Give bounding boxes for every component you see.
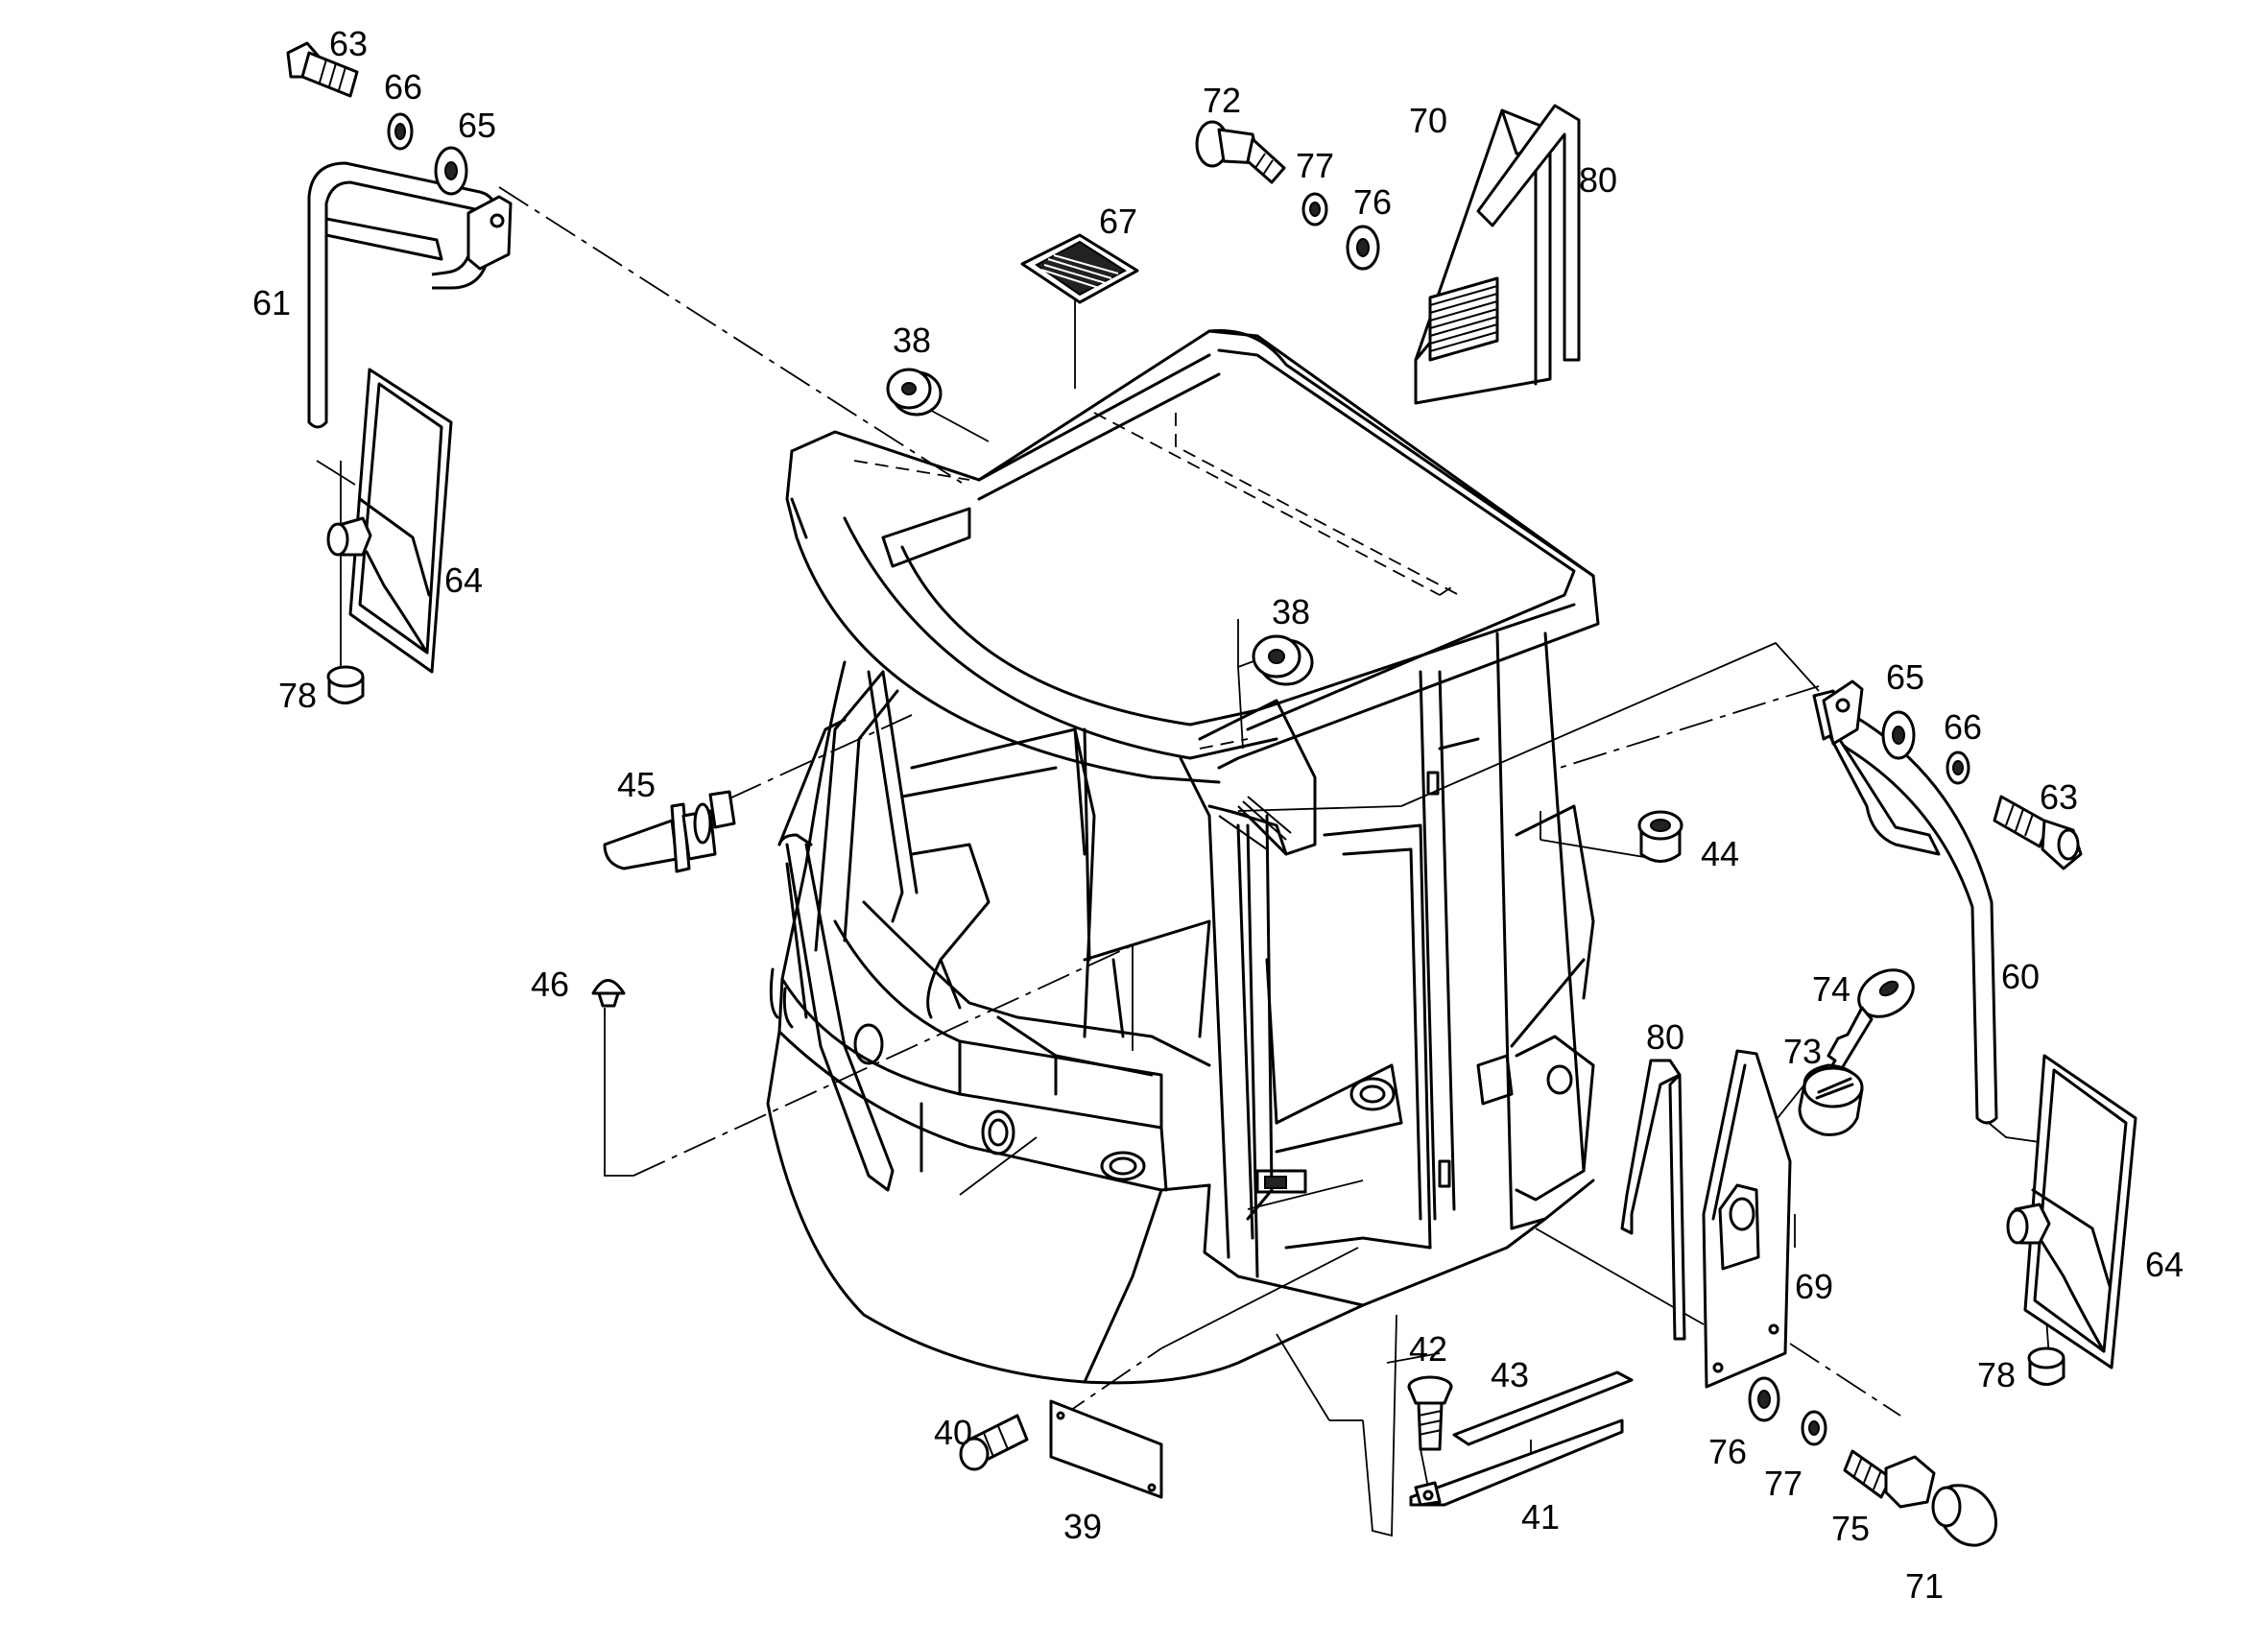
callout-80-lower: 80	[1646, 1017, 1684, 1057]
washer-77-upper	[1301, 192, 1328, 226]
callout-78-right: 78	[1977, 1355, 2016, 1394]
knob-72	[1195, 120, 1286, 184]
washer-65-right	[1881, 710, 1916, 760]
plate-39	[1049, 1399, 1163, 1499]
washer-65-left	[434, 146, 468, 196]
callout-64-left: 64	[444, 560, 483, 600]
callout-38-lower: 38	[1272, 592, 1310, 631]
grommet-38-upper	[886, 368, 943, 417]
callout-70: 70	[1409, 101, 1447, 140]
callout-63-left: 63	[329, 24, 368, 63]
plug-45	[603, 790, 736, 873]
callout-66-left: 66	[384, 67, 422, 107]
callout-76-upper: 76	[1353, 182, 1392, 222]
callout-43: 43	[1491, 1355, 1529, 1394]
callout-60: 60	[2001, 957, 2040, 996]
callout-63-right: 63	[2040, 777, 2078, 817]
mirror-arm-61	[307, 161, 513, 429]
callout-80-upper: 80	[1579, 160, 1617, 200]
callout-45: 45	[617, 765, 656, 804]
callout-labels: 63 66 65 61 64 78 72 77 76 70 80 67 38 3…	[252, 24, 2184, 1606]
seal-strip-80-upper	[1476, 104, 1581, 362]
mirror-64-left	[326, 368, 453, 674]
callout-71: 71	[1905, 1566, 1944, 1606]
callout-77-lower: 77	[1764, 1464, 1802, 1503]
washer-66-left	[387, 112, 414, 151]
screw-42	[1407, 1375, 1453, 1451]
washer-77-lower	[1801, 1410, 1827, 1446]
callout-61: 61	[252, 283, 291, 322]
cap-46	[591, 979, 626, 1008]
mirror-arm-60	[1812, 679, 1998, 1125]
callout-42: 42	[1409, 1329, 1447, 1369]
callout-41: 41	[1521, 1497, 1560, 1537]
strip-43	[1452, 1370, 1634, 1446]
grommet-38-lower	[1252, 634, 1314, 686]
washer-76-lower	[1748, 1376, 1780, 1422]
callout-64-right: 64	[2145, 1245, 2184, 1284]
bracket-41	[1409, 1418, 1624, 1507]
lock-cylinder-73	[1798, 1063, 1864, 1136]
callout-69: 69	[1795, 1267, 1833, 1306]
callout-44: 44	[1701, 834, 1739, 873]
callout-78-left: 78	[278, 676, 317, 715]
mirror-64-right	[2006, 1054, 2137, 1370]
cab-body	[766, 631, 1595, 1385]
vent-grille-67	[1020, 233, 1139, 304]
washer-66-right	[1946, 751, 1970, 785]
grommet-44	[1637, 810, 1683, 863]
callout-38-upper: 38	[893, 321, 931, 360]
callout-76-lower: 76	[1708, 1432, 1747, 1471]
screw-75	[1843, 1449, 1936, 1509]
pin-40	[959, 1414, 1029, 1471]
washer-76-upper	[1346, 225, 1380, 271]
callout-65-right: 65	[1886, 657, 1924, 697]
mirror-cap-78-right	[2027, 1346, 2065, 1386]
callout-65-left: 65	[458, 106, 496, 145]
callout-66-right: 66	[1944, 707, 1982, 747]
bolt-63-left	[286, 41, 359, 98]
callout-39: 39	[1063, 1507, 1102, 1546]
callout-74: 74	[1812, 969, 1850, 1009]
cab-roof	[785, 328, 1600, 856]
callout-40: 40	[934, 1413, 972, 1452]
leader-lines	[316, 186, 2050, 1537]
bolt-63-right	[1993, 795, 2083, 870]
wiper-arm	[769, 718, 895, 1192]
callout-72: 72	[1203, 81, 1241, 120]
door-panel-69	[1702, 1049, 1792, 1389]
callout-67: 67	[1099, 202, 1137, 241]
callout-73: 73	[1783, 1032, 1822, 1071]
cap-71	[1931, 1484, 1997, 1547]
callout-75: 75	[1831, 1509, 1870, 1548]
callout-77-upper: 77	[1296, 146, 1334, 185]
key-74	[1822, 968, 1915, 1084]
callout-46: 46	[531, 965, 569, 1004]
seal-strip-80-lower	[1620, 1059, 1686, 1341]
mirror-cap-78-left	[326, 665, 365, 704]
